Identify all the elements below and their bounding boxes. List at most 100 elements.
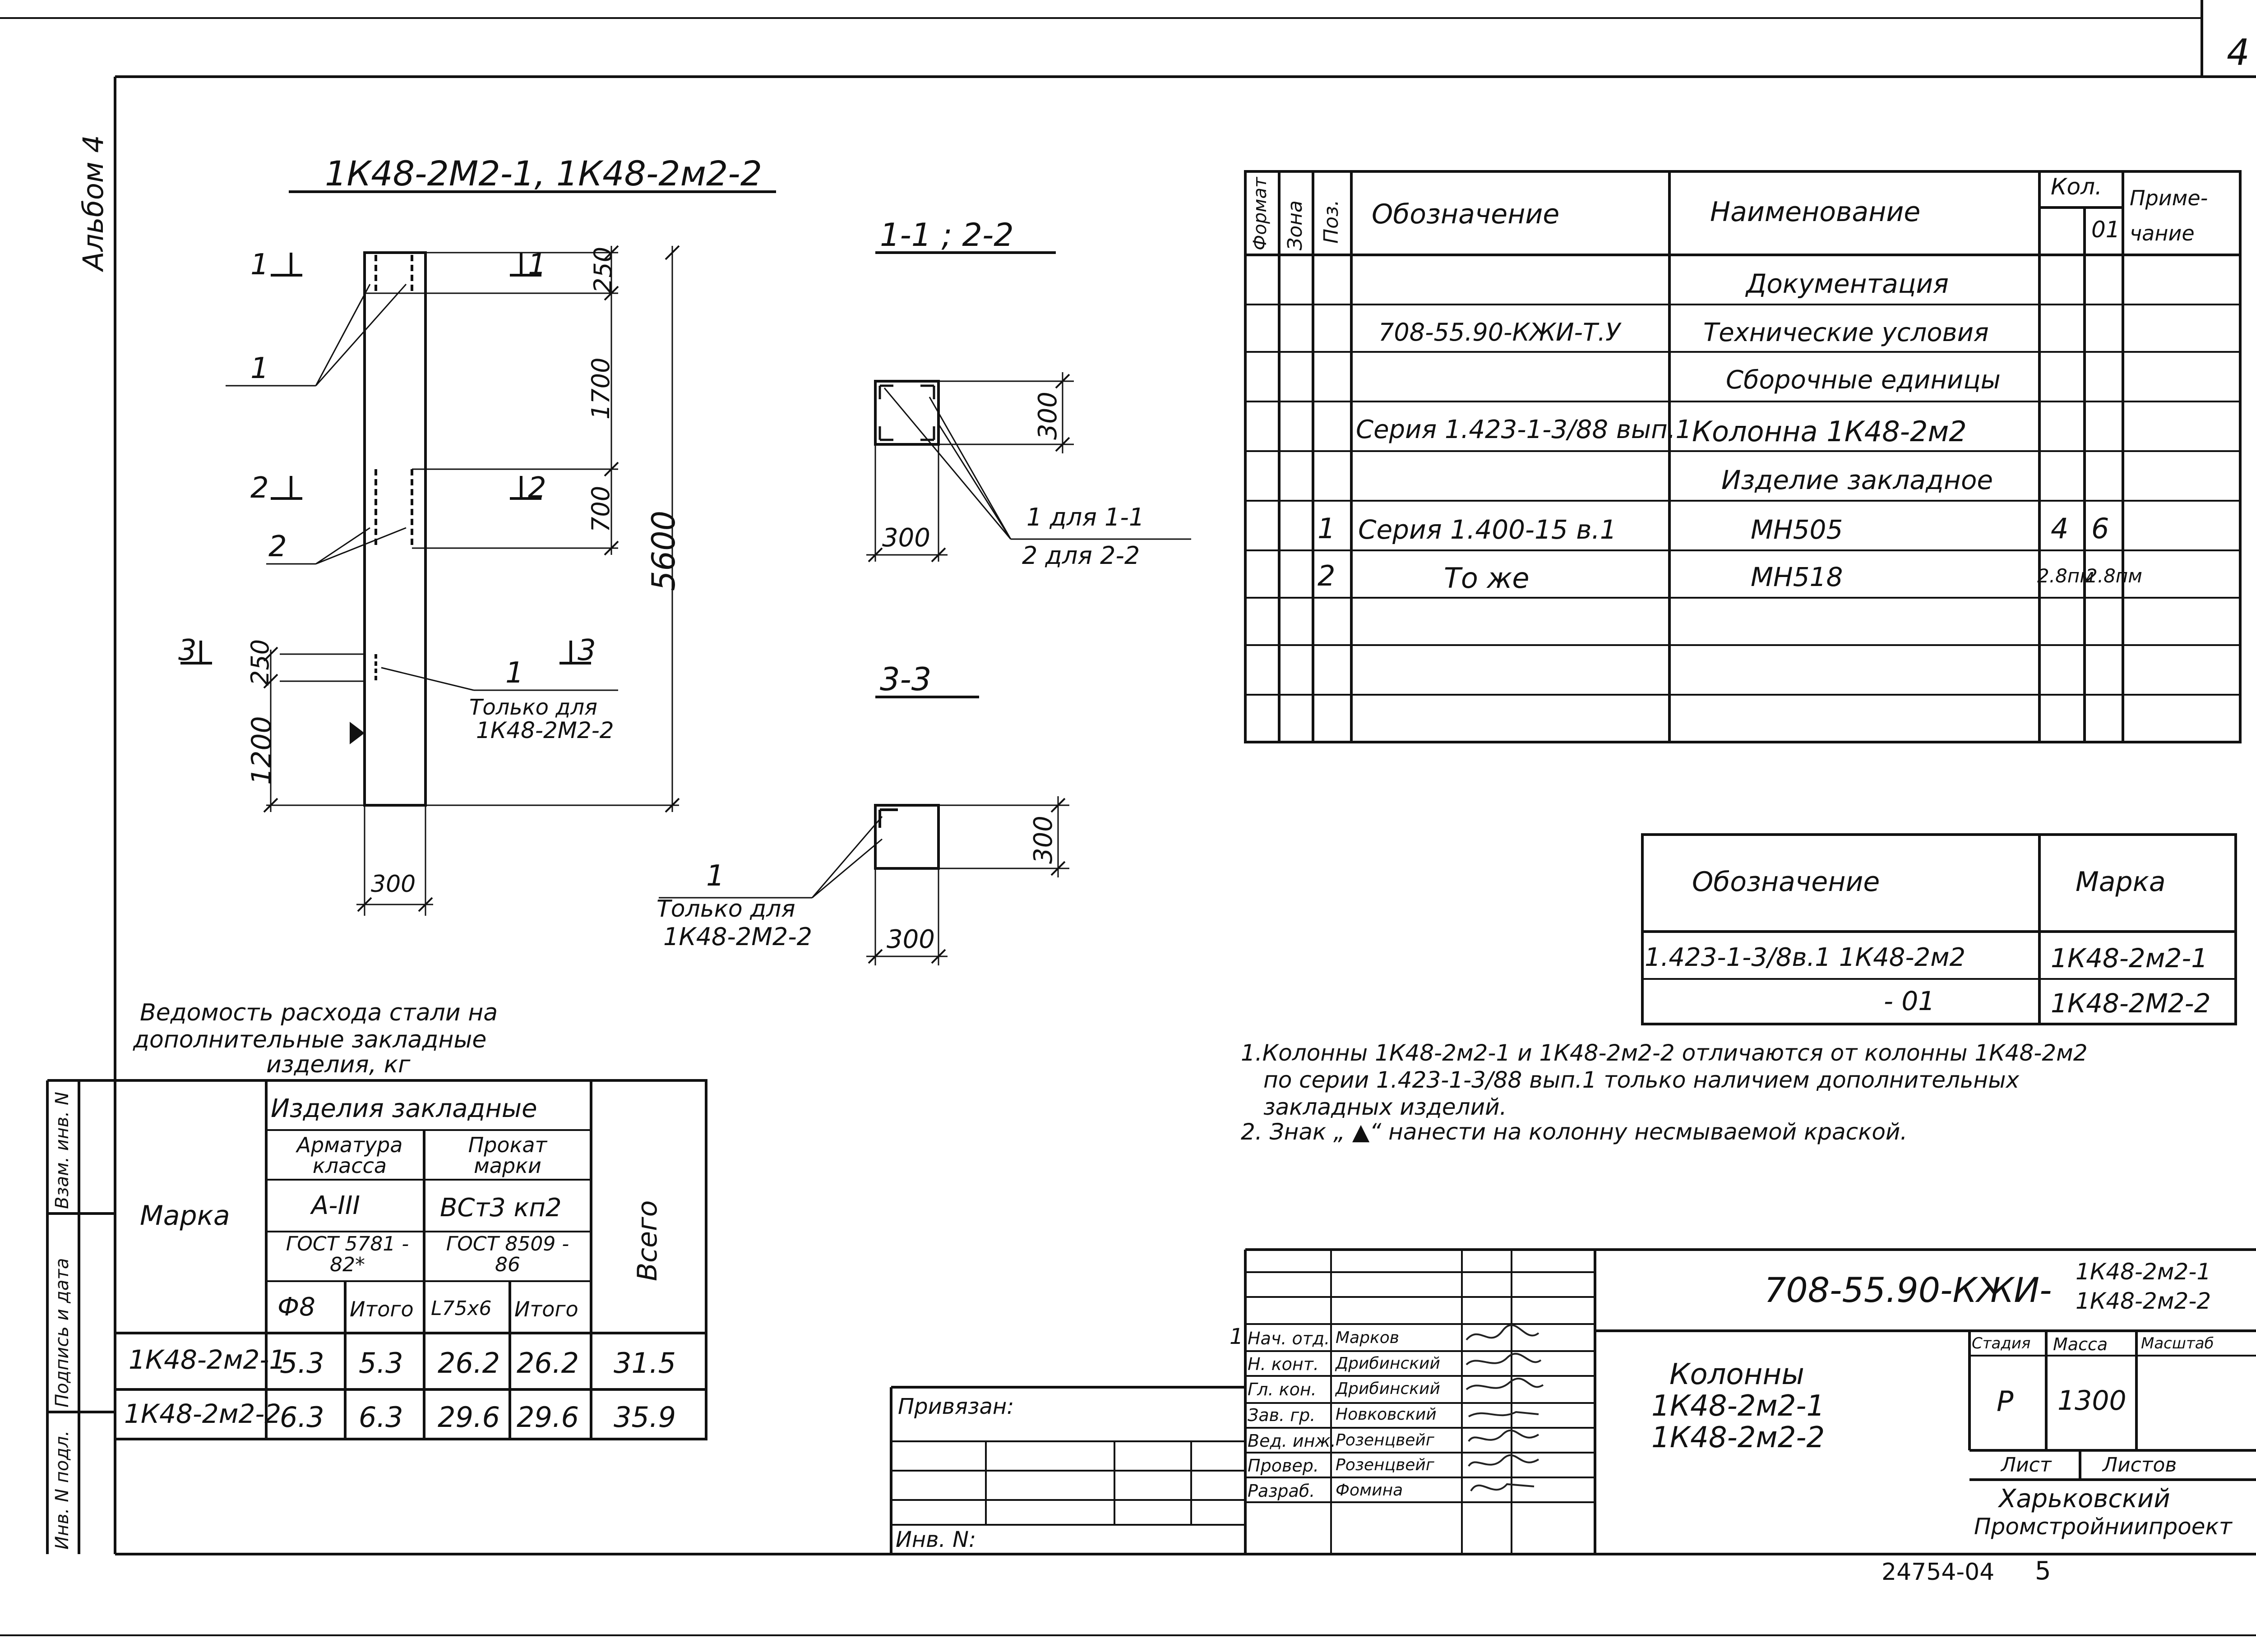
dim-1200: 1200 [246,716,277,785]
section-33-mark: 1К48-2М2-2 [663,923,813,951]
privyazan-label: Привязан: [898,1394,1014,1419]
sheets-label: Листов [2103,1454,2177,1477]
title-code: 708-55.90-КЖИ- [1764,1270,2052,1310]
marks-row-1-designation: - 01 [1884,986,1935,1016]
spec-header-qty-sub: 01 [2091,217,2120,243]
steel-title-line-2: дополнительные закладные [133,1026,487,1053]
note-2: 2. Знак „ ▲“ нанести на колонну несмывае… [1241,1119,1908,1145]
steel-row-1-d: 29.6 [517,1401,579,1434]
section-33-dim-w: 300 [887,925,935,954]
section-11-dim-w: 300 [882,523,930,553]
steel-row-0-c: 26.2 [438,1347,500,1380]
stage-value: Р [1997,1385,2014,1418]
sheet-label: Лист [2001,1454,2052,1477]
album-label: Альбом 4 [77,135,110,271]
spec-row-3-name: Колонна 1К48-2м2 [1692,415,1967,448]
section-11-title: 1-1 ; 2-2 [880,217,1014,254]
steel-row-1-mark: 1К48-2м2-2 [124,1398,282,1429]
steel-row-1-c: 29.6 [438,1401,500,1434]
spec-header-format: Формат [1250,177,1271,250]
section-33-only-for: Только для [656,895,795,923]
spec-row-6-pos: 2 [1318,559,1336,592]
spec-header-pos: Поз. [1320,199,1343,244]
cut-1-right: 1 [528,248,546,281]
section-11-note-1: 1 для 1-1 [1026,503,1145,531]
marks-row-0-designation: 1.423-1-3/8в.1 1К48-2м2 [1645,943,1966,972]
only-for-label: Только для [469,695,598,720]
role-5: Провер. [1248,1456,1319,1476]
section-33-leader-num: 1 [706,859,725,893]
signatures [1465,1324,1544,1492]
role-4: Вед. инж. [1248,1431,1336,1451]
steel-row-1-a: 6.3 [280,1401,324,1434]
leader-1: 1 [250,352,269,385]
title-rev-mark: 1 [1230,1324,1244,1349]
steel-row-1-b: 6.3 [359,1401,403,1434]
name-4: Розенцвейг [1336,1431,1434,1449]
privyazan-inv: Инв. N: [896,1527,976,1552]
section-11-dim-h: 300 [1033,392,1063,440]
role-1: Н. конт. [1248,1354,1319,1374]
spec-header-name: Наименование [1710,196,1921,228]
dim-250-mid: 250 [246,639,274,686]
spec-row-5-designation: Серия 1.400-15 в.1 [1358,514,1617,545]
sheet-number: 4 [2227,32,2250,74]
spec-row-6-name: МН518 [1751,562,1843,592]
spec-row-3-designation: Серия 1.423-1-3/88 вып.1 [1356,415,1692,444]
leader-3: 1 [505,656,524,690]
steel-rebar-gost: ГОСТ 5781 - 82* [286,1232,409,1276]
dim-300-bottom: 300 [371,871,416,898]
steel-group-rebar: Арматура класса [296,1133,403,1178]
org-line-2: Промстройниипроект [1974,1514,2232,1540]
dim-1700: 1700 [587,357,615,420]
name-0: Марков [1336,1329,1399,1347]
marks-row-0-mark: 1К48-2м2-1 [2051,943,2208,974]
mass-label: Масса [2053,1334,2108,1354]
steel-sub-total-1: Итого [350,1297,414,1321]
steel-row-0-a: 5.3 [280,1347,324,1380]
cut-1-left: 1 [250,248,269,281]
steel-col-mark: Марка [140,1200,230,1232]
steel-title-line-1: Ведомость расхода стали на [140,999,498,1026]
role-2: Гл. кон. [1248,1380,1317,1399]
side-inv-podl: Инв. N подл. [52,1430,73,1550]
scale-label: Масштаб [2141,1334,2214,1352]
marks-header-mark: Марка [2076,866,2166,898]
cut-2-right: 2 [528,471,546,505]
spec-row-0-name: Документация [1746,268,1949,299]
steel-title-line-3: изделия, кг [266,1051,411,1078]
spec-header-zone: Зона [1284,200,1307,250]
note-1-line-3: закладных изделий. [1263,1094,1507,1120]
role-0: Нач. отд. [1248,1329,1330,1348]
dim-5600: 5600 [645,510,682,591]
spec-row-5-name: МН505 [1751,514,1843,545]
section-11-note-2: 2 для 2-2 [1022,541,1140,570]
archive-page: 5 [2035,1556,2051,1586]
object-line-1: Колонны [1669,1358,1804,1391]
steel-sub-l75: L75x6 [431,1297,492,1320]
steel-sub-total-2: Итого [514,1297,578,1321]
name-5: Розенцвейг [1336,1456,1434,1474]
name-1: Дрибинский [1336,1354,1440,1373]
name-3: Новковский [1336,1405,1437,1424]
cut-2-left: 2 [250,471,269,505]
spec-row-5-q2: 6 [2091,512,2109,545]
spec-row-4-name: Изделие закладное [1721,465,1993,495]
dim-700: 700 [587,485,615,532]
steel-row-1-e: 35.9 [614,1401,676,1434]
steel-row-0-b: 5.3 [359,1347,403,1380]
spec-header-note: Приме-чание [2130,186,2208,245]
steel-row-0-mark: 1К48-2м2-1 [129,1344,286,1375]
marks-header-designation: Обозначение [1692,866,1880,898]
name-2: Дрибинский [1336,1380,1440,1398]
steel-profile-gost: ГОСТ 8509 - 86 [446,1232,569,1276]
spec-row-1-designation: 708-55.90-КЖИ-Т.У [1378,318,1621,346]
object-line-3: 1К48-2м2-2 [1651,1421,1825,1454]
steel-col-total: Всего [632,1200,663,1281]
spec-row-6-q1: 2.8пм [2037,565,2094,587]
org-line-1: Харьковский [1999,1484,2170,1514]
role-3: Зав. гр. [1248,1405,1316,1425]
leader-2: 2 [268,530,287,563]
spec-row-6-q2: 2.8пм [2085,565,2142,587]
